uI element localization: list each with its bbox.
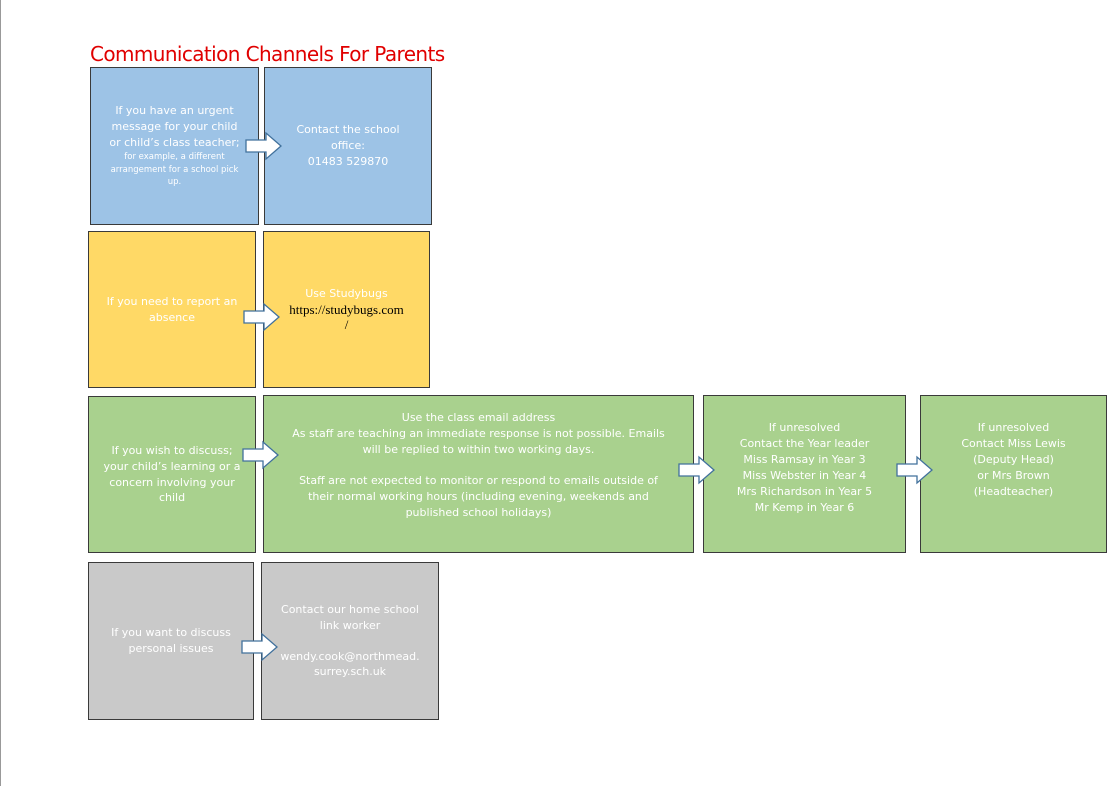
studybugs-link-continued[interactable]: / (344, 317, 349, 333)
block-arrow-right-icon (242, 440, 279, 470)
text-line: Use the class email address (401, 411, 556, 424)
page-title: Communication Channels For Parents (90, 42, 445, 66)
text-line: Contact the school (296, 123, 400, 137)
text-line: or child’s class teacher; (109, 135, 240, 149)
text-line: If you want to discuss (111, 626, 231, 640)
class-email-box: Use the class email address As staff are… (263, 395, 694, 553)
headteacher-box: If unresolved Contact Miss Lewis (Deputy… (920, 395, 1107, 553)
text-line: If unresolved (977, 421, 1050, 434)
text-line: (Deputy Head) (973, 452, 1054, 466)
text-line: As staff are teaching an immediate respo… (292, 426, 665, 440)
text-line: Mrs Richardson in Year 5 (736, 484, 873, 498)
text-line: their normal working hours (including ev… (308, 489, 649, 503)
learning-question-box: If you wish to discuss; your child’s lea… (88, 396, 256, 553)
text-line: (Headteacher) (973, 484, 1054, 498)
text-line: concern involving your (109, 475, 235, 489)
text-line: personal issues (128, 642, 214, 655)
text-line: Use Studybugs (305, 286, 388, 300)
link-worker-email-continued[interactable]: surrey.sch.uk (313, 665, 387, 679)
link-worker-email[interactable]: wendy.cook@northmead. (280, 649, 420, 663)
text-line: absence (148, 310, 195, 324)
link-worker-box: Contact our home school link worker wend… (261, 562, 439, 720)
text-line: for example, a different (124, 151, 225, 162)
text-line: 01483 529870 (307, 154, 389, 168)
block-arrow-right-icon (243, 302, 280, 332)
text-line: child (158, 491, 186, 505)
text-line: Contact the Year leader (739, 436, 870, 450)
page-left-border (0, 0, 1, 786)
text-line: message for your child (111, 119, 238, 133)
text-line: Miss Webster in Year 4 (742, 468, 867, 482)
text-line: or Mrs Brown (977, 468, 1050, 482)
studybugs-box: Use Studybugs https://studybugs.com / (263, 231, 430, 388)
block-arrow-right-icon (678, 455, 715, 485)
block-arrow-right-icon (245, 131, 282, 161)
text-line: If you have an urgent (115, 103, 234, 117)
text-line: Mr Kemp in Year 6 (754, 500, 855, 514)
text-line: Contact Miss Lewis (961, 436, 1066, 450)
absence-question-box: If you need to report an absence (88, 231, 256, 388)
text-line: If you wish to discuss; (111, 443, 233, 457)
text-line: If you need to report an (106, 294, 238, 308)
text-line: office: (331, 139, 365, 153)
text-line: Staff are not expected to monitor or res… (299, 473, 658, 487)
year-leader-box: If unresolved Contact the Year leader Mi… (703, 395, 906, 553)
text-line: your child’s learning or a (103, 459, 241, 473)
text-line: up. (167, 177, 182, 188)
school-office-box: Contact the school office: 01483 529870 (264, 67, 432, 225)
text-line: Contact our home school (281, 602, 419, 616)
personal-question-box: If you want to discuss personal issues (88, 562, 254, 720)
text-line: If unresolved (768, 421, 841, 434)
studybugs-link[interactable]: https://studybugs.com (289, 301, 404, 317)
block-arrow-right-icon (241, 632, 278, 662)
text-line: arrangement for a school pick (110, 164, 239, 175)
block-arrow-right-icon (896, 455, 933, 485)
text-line: link worker (319, 618, 381, 632)
text-line: published school holidays) (405, 505, 552, 519)
urgent-question-box: If you have an urgent message for your c… (90, 67, 259, 225)
text-line: will be replied to within two working da… (362, 442, 595, 456)
text-line: Miss Ramsay in Year 3 (743, 452, 866, 466)
